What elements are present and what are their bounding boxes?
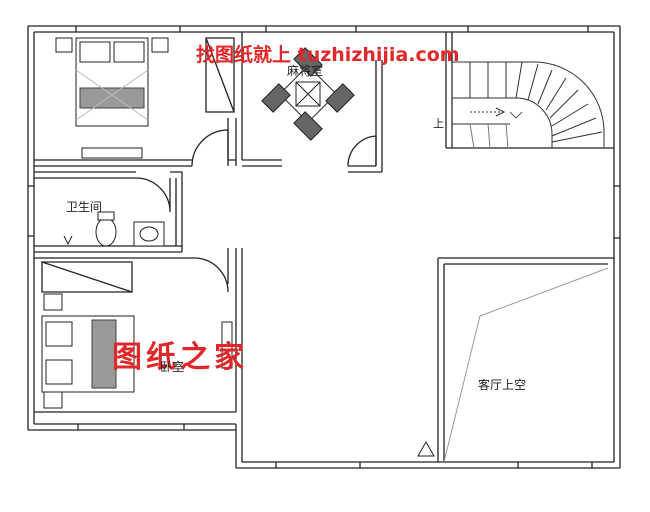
window-left <box>28 185 34 237</box>
mahjong-table <box>261 47 355 141</box>
door-mahjong <box>347 135 377 167</box>
stair <box>451 61 605 149</box>
door-bedroom-top <box>191 129 229 167</box>
outer-wall-bottom-right <box>236 461 620 469</box>
bed-lower <box>41 293 233 409</box>
label-living-void: 客厅上空 <box>478 378 527 392</box>
outer-wall-right <box>613 26 621 468</box>
window-bottom-left <box>77 424 185 430</box>
window-top-1 <box>75 26 181 32</box>
mahjong-walls <box>241 32 383 173</box>
living-void-diagonal <box>443 267 609 463</box>
window-bottom-right <box>275 462 593 468</box>
door-bedroom-lower <box>195 257 229 293</box>
bedroom-lower-wardrobe <box>41 261 133 293</box>
label-mahjong-room: 麻将室 <box>287 64 324 78</box>
watermark-top: 找图纸就上 tuzhizhijia.com <box>196 44 460 66</box>
label-bathroom: 卫生间 <box>66 200 103 214</box>
bed-top <box>55 37 169 159</box>
label-bedroom-lower: 卧室 <box>160 360 185 374</box>
outer-wall-bottom-left <box>28 423 236 431</box>
living-void-frame <box>437 257 614 462</box>
outer-wall-step <box>235 248 243 468</box>
bathroom-fixtures <box>63 211 165 247</box>
wardrobe <box>205 37 235 113</box>
outer-wall-left <box>27 26 35 430</box>
door-bathroom <box>135 177 171 213</box>
window-top-3 <box>467 26 589 32</box>
watermark-center: 图纸之家 <box>112 340 248 375</box>
window-top-2 <box>265 26 357 32</box>
bathroom-walls <box>34 171 183 253</box>
bedroom-lower-walls <box>34 248 237 413</box>
entry-marker <box>417 440 435 457</box>
outer-wall-top <box>28 25 620 33</box>
stair-up-label: 上 <box>433 117 444 130</box>
window-right <box>614 185 620 239</box>
